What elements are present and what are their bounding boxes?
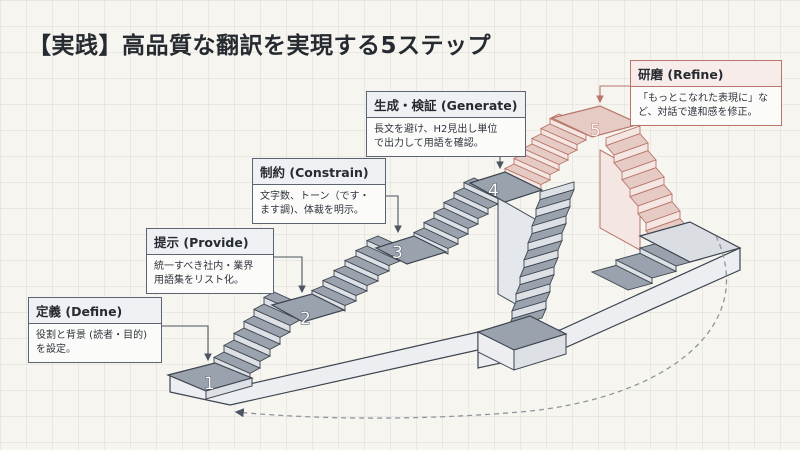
callout-step-3-heading: 制約 (Constrain) <box>253 159 385 185</box>
landing-2 <box>270 293 346 323</box>
step-number-4: 4 <box>488 181 499 201</box>
callout-step-1-body: 役割と背景 (読者・目的) を設定。 <box>36 330 147 355</box>
callout-step-3: 制約 (Constrain) 文字数、トーン（です・ ます調)、体裁を明示。 <box>252 158 386 224</box>
callout-step-3-body: 文字数、トーン（です・ ます調)、体裁を明示。 <box>260 191 370 216</box>
landings <box>166 105 742 400</box>
stair-flight-1-2 <box>212 291 312 381</box>
callout-step-2-body: 統一すべき社内・業界 用語集をリスト化。 <box>154 261 254 286</box>
loop-back-arrow <box>234 235 728 419</box>
callout-step-2: 提示 (Provide) 統一すべき社内・業界 用語集をリスト化。 <box>146 228 274 294</box>
step-number-5: 5 <box>590 121 601 141</box>
step-number-3: 3 <box>392 243 403 263</box>
page-title: 【実践】高品質な翻訳を実現する5ステップ <box>28 33 492 59</box>
step-number-1: 1 <box>204 374 215 394</box>
callout-step-5: 研磨 (Refine) 「もっとこなれた表現に」な ど、対話で違和感を修正。 <box>630 60 782 126</box>
stair-flight-2-3 <box>310 235 413 312</box>
leader-line-2 <box>272 256 306 294</box>
landing-4 <box>468 171 544 203</box>
callout-step-5-heading: 研磨 (Refine) <box>631 61 781 87</box>
callout-step-1-heading: 定義 (Define) <box>29 298 161 324</box>
landing-1-front <box>205 377 253 400</box>
callout-step-4-heading: 生成・検証 (Generate) <box>367 92 525 118</box>
step-numbers: 1 2 3 4 5 <box>204 121 602 395</box>
leader-lines <box>160 85 630 362</box>
leader-line-5 <box>596 85 630 104</box>
leader-line-3 <box>384 195 402 234</box>
callout-step-5-body: 「もっとこなれた表現に」な ど、対話で違和感を修正。 <box>638 93 768 118</box>
callout-step-4-body: 長文を避け、H2見出し単位 で出力して用語を確認。 <box>374 124 498 149</box>
callout-step-2-heading: 提示 (Provide) <box>147 229 273 255</box>
stair-tread <box>590 264 654 291</box>
stairs-group <box>212 113 726 381</box>
landing-right <box>638 221 742 263</box>
step-number-2: 2 <box>300 309 311 329</box>
callout-step-1: 定義 (Define) 役割と背景 (読者・目的) を設定。 <box>28 297 162 363</box>
landing-bottom-side <box>513 333 567 371</box>
landing-3 <box>374 235 448 265</box>
leader-line-1 <box>160 325 212 362</box>
callout-step-4: 生成・検証 (Generate) 長文を避け、H2見出し単位 で出力して用語を確… <box>366 91 526 157</box>
